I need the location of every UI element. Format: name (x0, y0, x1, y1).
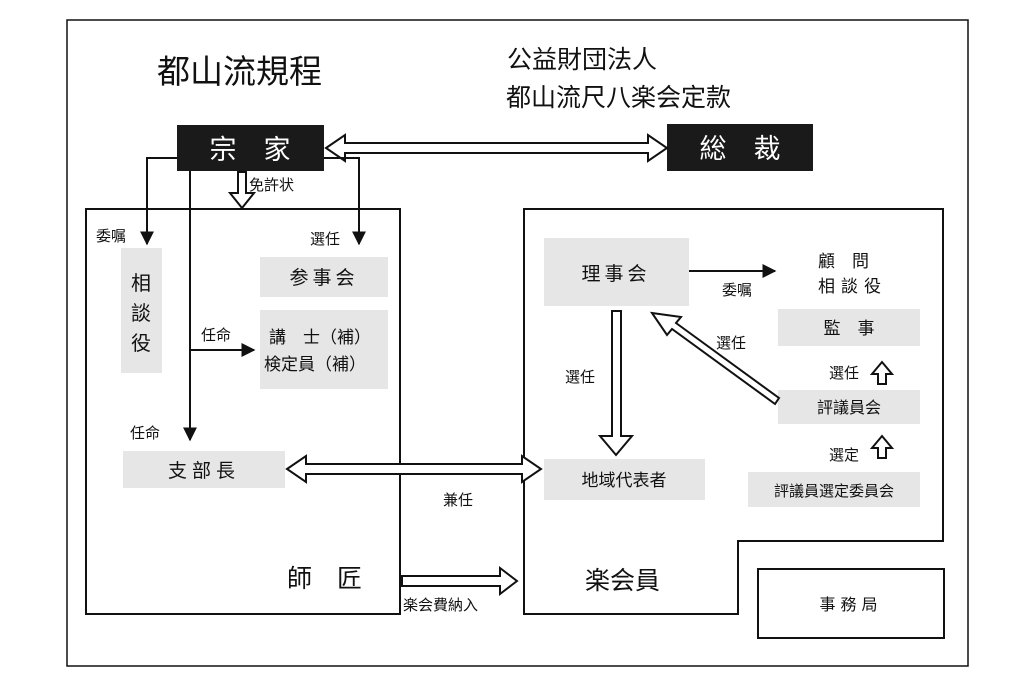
shibuchou-box (123, 451, 285, 488)
sentei-label: 選定 (829, 446, 859, 464)
ishoku-left-label: 委嘱 (96, 227, 126, 245)
menkyojou-arrow (227, 171, 257, 210)
hyougiinkai-box (778, 390, 920, 424)
sanjikai-box (260, 257, 388, 297)
menkyojou-label: 免許状 (249, 176, 294, 194)
ninmei-left-label: 任命 (130, 424, 160, 442)
sennin-left-label: 選任 (310, 230, 340, 248)
kennin-label: 兼任 (443, 491, 473, 509)
sennin-mid-label: 選任 (565, 368, 595, 386)
kanji-label: 監 事 (824, 319, 875, 339)
koushi-label: 講 士（補） (269, 328, 371, 348)
ishoku-connector (140, 157, 177, 246)
main-title: 都山流規程 (157, 52, 322, 91)
ishoku-right-label: 委嘱 (722, 281, 752, 299)
ninmei-mid-label: 任命 (201, 326, 231, 344)
senteiiinkai-label: 評議員選定委員会 (774, 482, 894, 500)
chiiki-label: 地域代表者 (582, 471, 667, 491)
sennin-diagonal-arrow (649, 311, 781, 406)
outer-frame (66, 19, 969, 667)
sennin-right-label: 選任 (829, 364, 859, 382)
shibuchou-label: 支部長 (168, 460, 240, 482)
soudanyaku-right-label: 相談役 (818, 277, 887, 297)
souke-box (177, 125, 324, 171)
kanji-box (778, 309, 920, 346)
sousai-box (667, 124, 813, 171)
komon-label: 顧 問 (818, 252, 869, 272)
soudanyaku-left-char3: 役 (131, 331, 151, 355)
soudanyaku-left-char2: 談 (131, 301, 151, 325)
sennin-connector (324, 157, 366, 246)
sentei-up-arrow (869, 434, 895, 459)
hyougiinkai-label: 評議員会 (817, 398, 881, 417)
sennin-diag-label: 選任 (716, 334, 746, 352)
kenteiin-label: 検定員（補） (264, 355, 366, 375)
sousai-label: 総 裁 (700, 134, 781, 165)
rijikai-box (544, 238, 689, 306)
soudanyaku-left-char1: 相 (131, 271, 151, 295)
soudanyaku-left-box (121, 248, 162, 373)
kennin-double-arrow (285, 454, 543, 484)
jimukyoku-box (757, 568, 945, 639)
sennin-down-arrow (597, 310, 635, 457)
rijikai-label: 理事会 (581, 263, 650, 285)
sanjikai-label: 参事会 (289, 267, 358, 289)
senteiiinkai-box (748, 472, 920, 507)
sennin-up-arrow (869, 360, 895, 385)
chiiki-box (544, 459, 705, 500)
nounyuu-arrow (401, 565, 519, 597)
souke-sousai-double-arrow (324, 133, 669, 163)
shishou-label: 師 匠 (287, 564, 362, 593)
foundation-title-line2: 都山流尺八楽会定款 (506, 83, 731, 112)
koushi-box (260, 310, 388, 389)
gakkaiin-label: 楽会員 (585, 566, 660, 595)
jimukyoku-label: 事務局 (819, 595, 882, 614)
foundation-title-line1: 公益財団法人 (507, 45, 657, 74)
souke-label: 宗 家 (210, 135, 291, 166)
nounyuu-label: 楽会費納入 (403, 596, 478, 614)
